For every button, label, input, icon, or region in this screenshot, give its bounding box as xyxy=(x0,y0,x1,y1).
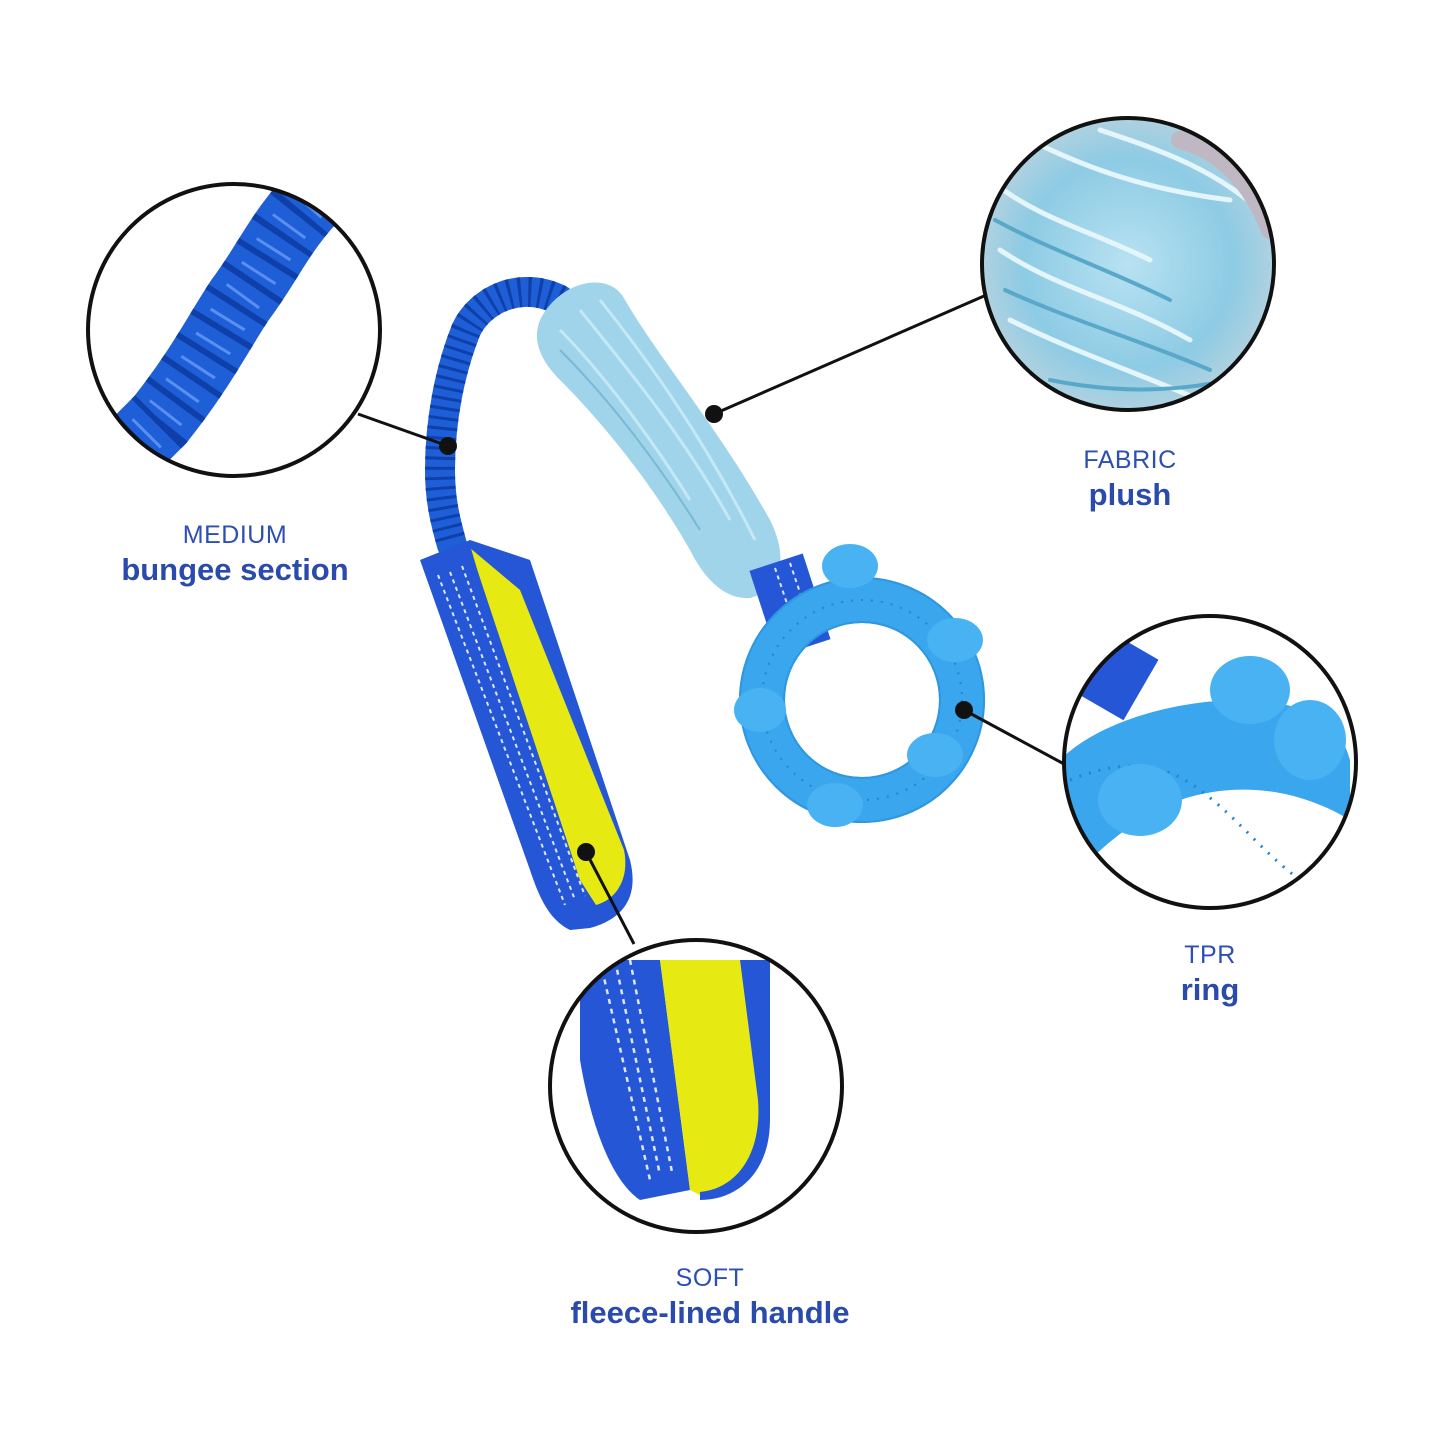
handle-detail-circle xyxy=(548,938,844,1234)
callout-plush: FABRIC plush xyxy=(1000,445,1260,515)
callout-ring: TPR ring xyxy=(1090,940,1330,1010)
callout-ring-small: TPR xyxy=(1184,941,1236,969)
plush-section xyxy=(536,282,781,599)
callout-plush-big: plush xyxy=(1088,477,1172,513)
callout-bungee: MEDIUM bungee section xyxy=(80,520,390,590)
callout-handle: SOFT fleece-lined handle xyxy=(500,1263,920,1333)
fleece-lined-handle xyxy=(420,540,633,930)
tug-toy xyxy=(420,277,985,930)
plush-detail-circle xyxy=(980,116,1276,412)
callout-bungee-big: bungee section xyxy=(121,552,349,588)
callout-plush-small: FABRIC xyxy=(1083,446,1177,474)
leader-lines xyxy=(357,294,1065,945)
bungee-detail-circle xyxy=(86,182,382,478)
callout-ring-big: ring xyxy=(1180,972,1240,1008)
callout-handle-small: SOFT xyxy=(675,1264,745,1292)
callout-handle-big: fleece-lined handle xyxy=(570,1295,850,1331)
bungee-section xyxy=(424,277,575,560)
callout-bungee-small: MEDIUM xyxy=(182,521,288,549)
tpr-ring xyxy=(734,544,985,827)
ring-detail-circle xyxy=(1062,614,1358,910)
